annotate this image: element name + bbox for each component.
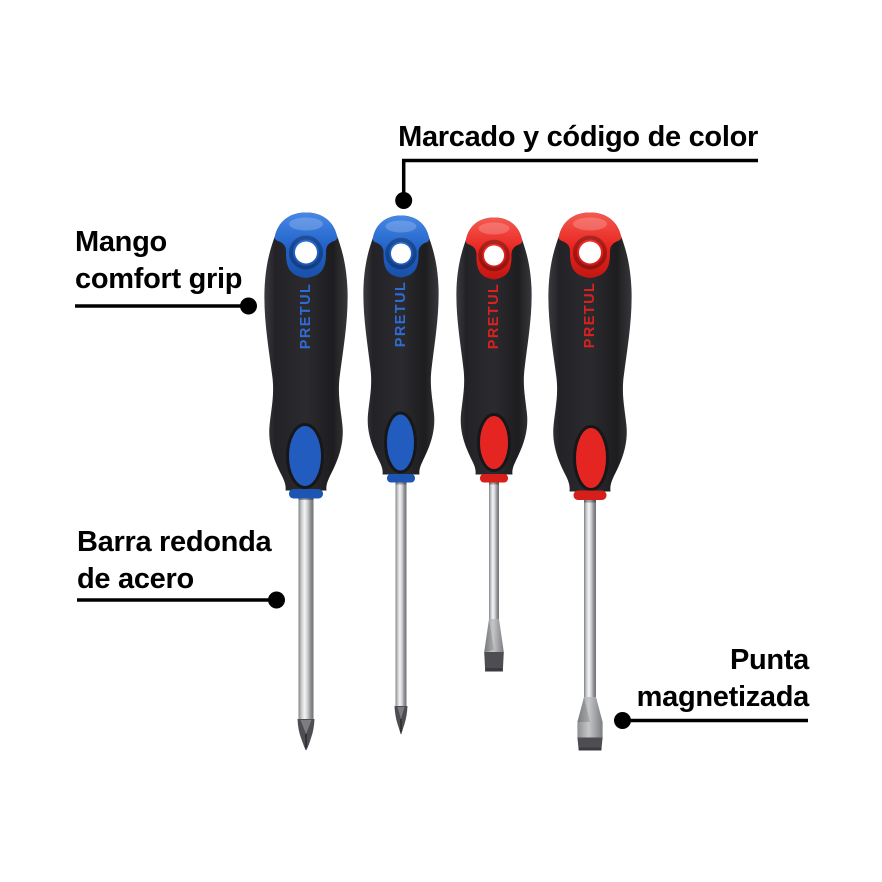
- screwdriver-2-tip-flute: [397, 707, 405, 719]
- annotation-handle-line2: comfort grip: [75, 263, 243, 295]
- screwdriver-4-shaft-shadow: [584, 498, 596, 503]
- screwdriver-2-collar: [387, 474, 415, 483]
- screwdriver-1-hang-hole: [295, 241, 317, 264]
- screwdriver-2-blue-phillips-small: PRETUL: [363, 215, 439, 735]
- screwdriver-1-grip-insert: [286, 423, 324, 489]
- leader-shaft: [77, 591, 285, 609]
- annotation-shaft-line1: Barra redonda: [77, 526, 272, 558]
- screwdriver-2-brand-label: PRETUL: [393, 281, 409, 347]
- screwdriver-3-flat-tip: [484, 652, 504, 672]
- annotation-handle: Mango comfort grip: [75, 224, 242, 298]
- leader-marking: [395, 158, 758, 209]
- screwdriver-4-blade-shade: [577, 697, 590, 722]
- screwdriver-1-tip-flute: [300, 720, 312, 734]
- screwdriver-2-hole-rim: [385, 237, 417, 270]
- screwdriver-3-brand-label: PRETUL: [486, 283, 502, 349]
- screwdriver-1-hole-rim: [289, 235, 323, 270]
- screwdriver-3-hang-hole: [484, 245, 504, 266]
- screwdriver-2-hang-hole: [391, 243, 411, 264]
- annotation-shaft-line2: de acero: [77, 563, 194, 595]
- annotation-tip-line1: Punta: [729, 644, 809, 676]
- screwdriver-4-collar: [573, 490, 607, 500]
- screwdriver-4-grip-insert: [573, 425, 609, 491]
- screwdriver-1-collar: [289, 489, 323, 499]
- leader-tip-dot: [614, 712, 631, 729]
- screwdriver-4-brand-label: PRETUL: [582, 282, 598, 348]
- leader-handle: [75, 297, 257, 315]
- screwdriver-2-grip-insert: [384, 411, 417, 474]
- screwdriver-3-collar: [480, 474, 508, 483]
- screwdriver-2-handle: [363, 215, 439, 475]
- leader-marking-dot: [395, 192, 413, 209]
- leader-lines: [75, 158, 808, 729]
- screwdriver-1-blue-phillips-large: PRETUL: [264, 212, 348, 751]
- screwdriver-3-blade-flare: [484, 619, 504, 652]
- screwdriver-4-handle: [548, 212, 632, 492]
- screwdriver-3-red-flat-small: PRETUL: [456, 217, 532, 672]
- screwdriver-4-tip-edge: [578, 747, 602, 751]
- screwdriver-3-cap-gloss: [478, 222, 510, 235]
- annotation-shaft: Barra redonda de acero: [77, 524, 272, 598]
- screwdriver-4-cap-gloss: [573, 217, 607, 231]
- screwdriver-3-hole-rim: [478, 239, 510, 272]
- screwdriver-1-shaft: [298, 496, 314, 720]
- annotation-marking-text: Marcado y código de color: [398, 121, 758, 153]
- screwdriver-3-grip-insert: [477, 413, 511, 472]
- annotation-marking: Marcado y código de color: [398, 119, 758, 156]
- annotation-tip: Punta magnetizada: [636, 642, 810, 716]
- screwdriver-3-tip-edge: [485, 668, 503, 672]
- screwdriver-3-shaft: [489, 480, 499, 620]
- screwdriver-4-hole-rim: [573, 235, 607, 270]
- leader-shaft-dot: [268, 591, 285, 609]
- leader-tip: [614, 712, 808, 729]
- annotation-handle-line1: Mango: [75, 226, 167, 258]
- screwdriver-1-handle: [264, 212, 348, 491]
- screwdriver-2-shaft: [395, 480, 407, 707]
- screwdriver-1-brand-label: PRETUL: [298, 283, 314, 349]
- screwdriver-3-blade-shade: [484, 619, 494, 652]
- screwdriver-4-red-flat-large: PRETUL: [548, 212, 632, 751]
- screwdriver-1-cap-gloss: [289, 217, 323, 231]
- screwdriver-3-handle: [456, 217, 532, 475]
- screwdriver-4-blade-flare: [577, 697, 603, 738]
- screwdriver-4-shaft: [584, 498, 596, 698]
- leader-handle-dot: [240, 297, 257, 315]
- screwdriver-2-cap-gloss: [385, 220, 417, 233]
- screwdriver-4-flat-tip: [577, 737, 603, 751]
- annotation-tip-line2: magnetizada: [636, 681, 810, 713]
- screwdriver-4-hang-hole: [579, 241, 601, 264]
